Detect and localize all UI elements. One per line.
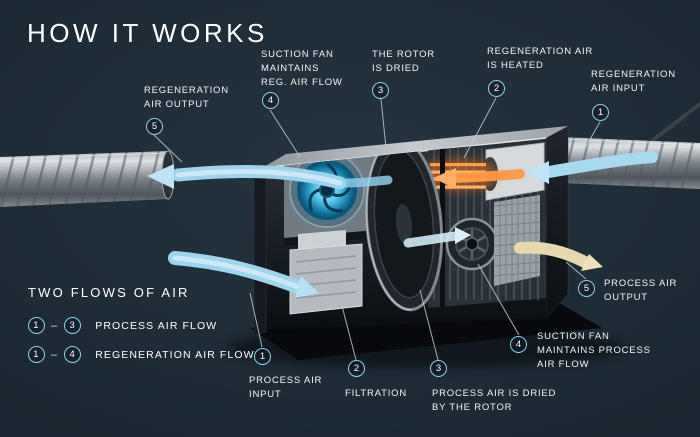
callout-label-suction-fan-regen: SUCTION FAN MAINTAINS REG. AIR FLOW — [261, 49, 343, 88]
cabinet-front-pillar — [253, 167, 267, 337]
callout-label-regen-input: REGENERATION AIR INPUT — [591, 69, 676, 94]
callout-label-rotor-dried: THE ROTOR IS DRIED — [372, 49, 435, 74]
legend-item-regen-flow: 1 – 4 REGENERATION AIR FLOW — [28, 346, 255, 363]
legend-number-process-from: 1 — [28, 317, 45, 334]
regen-air-in-arrow — [526, 151, 658, 184]
callout-label-filtration: FILTRATION — [345, 388, 408, 399]
legend-number-regen-from: 1 — [28, 346, 45, 363]
callout-number-process-input: 1 — [254, 348, 271, 365]
callout-number-process-dried: 3 — [430, 360, 447, 377]
callout-label-regen-heated: REGENERATION AIR IS HEATED — [487, 46, 594, 71]
page-title: HOW IT WORKS — [27, 18, 268, 48]
cabinet-top — [262, 126, 568, 168]
legend-separator: – — [51, 348, 59, 361]
callout-number-regen-output: 5 — [146, 118, 163, 135]
cabinet-side — [545, 125, 569, 319]
callout-number-suction-fan-process: 4 — [510, 336, 527, 353]
callout-label-regen-output: REGENERATION AIR OUTPUT — [144, 85, 229, 110]
air-flow-arrows — [147, 151, 658, 298]
callout-number-rotor-dried: 3 — [372, 82, 389, 99]
legend-label-process-flow: PROCESS AIR FLOW — [95, 319, 218, 332]
callout-label-process-dried: PROCESS AIR IS DRIED BY THE ROTOR — [432, 388, 557, 413]
heated-air-arrow — [433, 168, 525, 189]
filter-drawer — [289, 230, 363, 315]
left-duct — [0, 150, 175, 207]
mesh-panel — [494, 195, 540, 286]
legend-item-process-flow: 1 – 3 PROCESS AIR FLOW — [28, 317, 255, 334]
callout-label-process-output: PROCESS AIR OUTPUT — [604, 278, 678, 303]
callout-label-suction-fan-process: SUCTION FAN MAINTAINS PROCESS AIR FLOW — [537, 331, 651, 370]
regen-air-out-arrow — [147, 164, 393, 190]
process-air-in-arrow — [168, 251, 319, 298]
duct-support-rod — [650, 102, 700, 143]
callout-leader-lines — [153, 97, 601, 361]
process-air-mid-arrow — [403, 227, 471, 248]
legend-number-regen-to: 4 — [64, 346, 82, 363]
cabinet — [253, 125, 569, 337]
process-fan — [445, 217, 499, 271]
legend-number-process-to: 3 — [64, 317, 82, 334]
callout-number-suction-fan-regen: 4 — [262, 92, 279, 109]
callout-number-process-output: 5 — [578, 280, 595, 297]
legend-separator: – — [51, 319, 59, 332]
process-air-out-arrow — [514, 241, 603, 271]
legend-label-regen-flow: REGENERATION AIR FLOW — [95, 348, 255, 361]
legend-title: TWO FLOWS OF AIR — [28, 285, 190, 300]
legend: TWO FLOWS OF AIR 1 – 3 PROCESS AIR FLOW … — [28, 285, 255, 363]
callout-number-regen-input: 1 — [592, 104, 609, 121]
callout-label-process-input: PROCESS AIR INPUT — [249, 375, 323, 400]
callout-number-regen-heated: 2 — [488, 80, 505, 97]
callout-number-filtration: 2 — [348, 360, 365, 377]
